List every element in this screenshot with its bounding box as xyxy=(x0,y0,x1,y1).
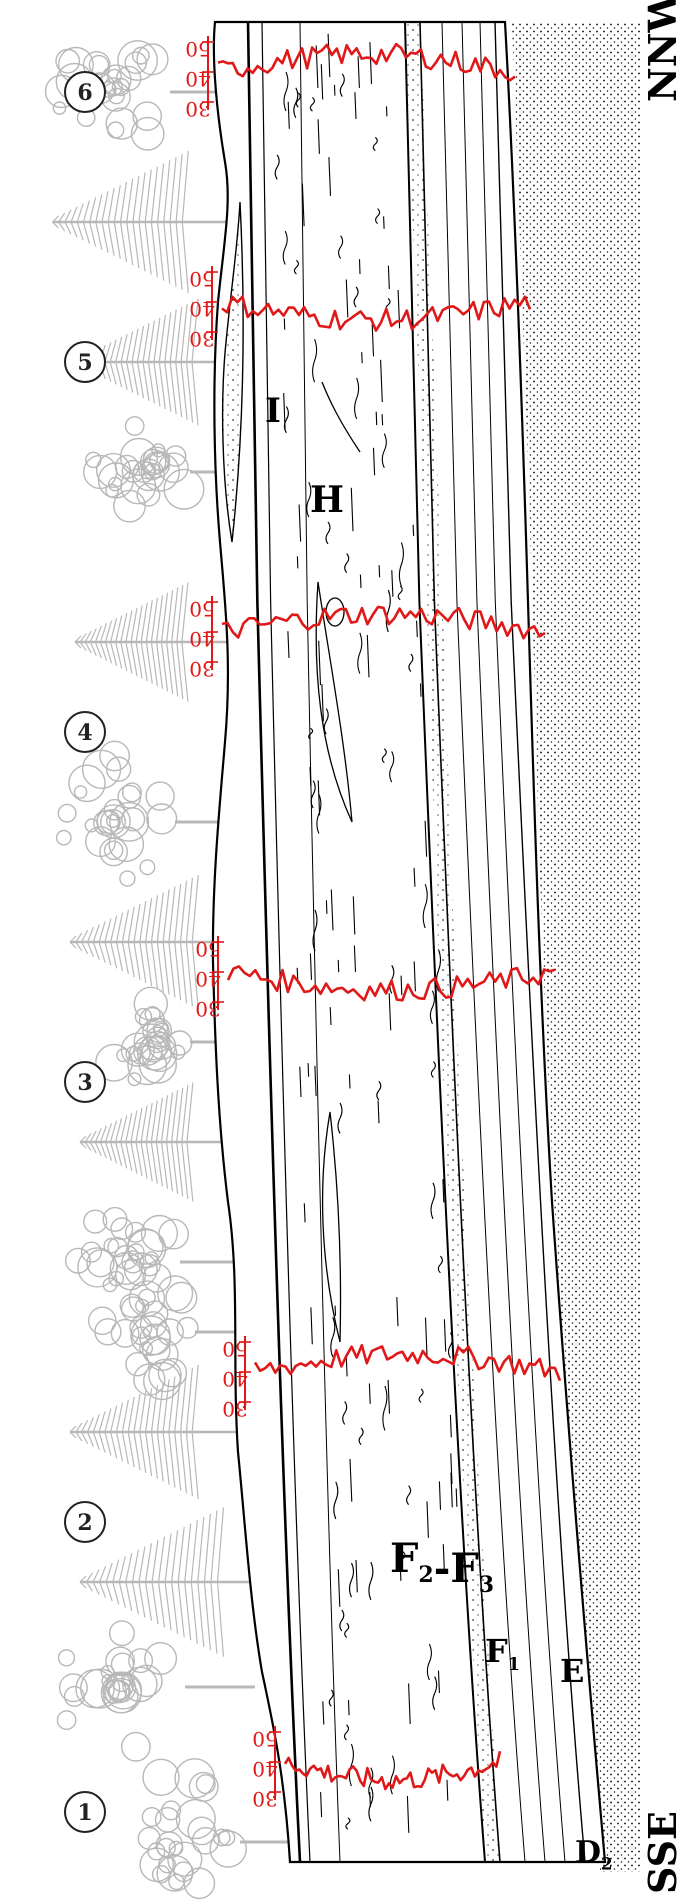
profile-scale-tick: 40 xyxy=(195,967,220,991)
svg-text:3: 3 xyxy=(77,1070,92,1096)
svg-text:5: 5 xyxy=(77,350,92,376)
tree-6 xyxy=(66,1208,250,1311)
profile-numbers: 1 2 3 4 5 6 xyxy=(65,72,105,1832)
svg-text:1: 1 xyxy=(77,1800,92,1826)
profile-scale-tick: 50 xyxy=(252,1727,277,1751)
profile-scale-tick: 40 xyxy=(189,297,214,321)
profile-scale-tick: 30 xyxy=(195,997,220,1021)
profile-scale-tick: 50 xyxy=(189,267,214,291)
profile-scale-tick: 40 xyxy=(189,627,214,651)
unit-label-H: H xyxy=(310,479,344,521)
profile-scale-tick: 40 xyxy=(185,67,210,91)
tree-2 xyxy=(57,1621,255,1761)
unit-label-E: E xyxy=(560,1652,584,1690)
unit-label-I: I xyxy=(265,391,281,431)
profile-scale-tick: 40 xyxy=(252,1757,277,1781)
svg-text:2: 2 xyxy=(77,1510,92,1536)
profile-number-6: 6 xyxy=(65,72,105,112)
profile-scale-tick: 50 xyxy=(222,1337,247,1361)
profile-scale-tick: 30 xyxy=(222,1397,247,1421)
profile-number-5: 5 xyxy=(65,342,105,382)
svg-text:4: 4 xyxy=(77,720,92,746)
profile-scale-tick: 30 xyxy=(189,327,214,351)
profile-number-1: 1 xyxy=(65,1792,105,1832)
profile-number-2: 2 xyxy=(65,1502,105,1542)
direction-label-nnw: NNW xyxy=(640,0,684,102)
profile-scale-tick: 50 xyxy=(195,937,220,961)
profile-number-3: 3 xyxy=(65,1062,105,1102)
svg-text:6: 6 xyxy=(77,80,92,106)
profile-number-4: 4 xyxy=(65,712,105,752)
profile-scale-tick: 30 xyxy=(185,97,210,121)
profile-scale-tick: 50 xyxy=(189,597,214,621)
profile-scale-tick: 50 xyxy=(185,37,210,61)
profile-scale-tick: 30 xyxy=(252,1787,277,1811)
profile-scale-tick: 40 xyxy=(222,1367,247,1391)
direction-label-sse: SSE xyxy=(640,1811,684,1894)
profile-scale-tick: 30 xyxy=(189,657,214,681)
